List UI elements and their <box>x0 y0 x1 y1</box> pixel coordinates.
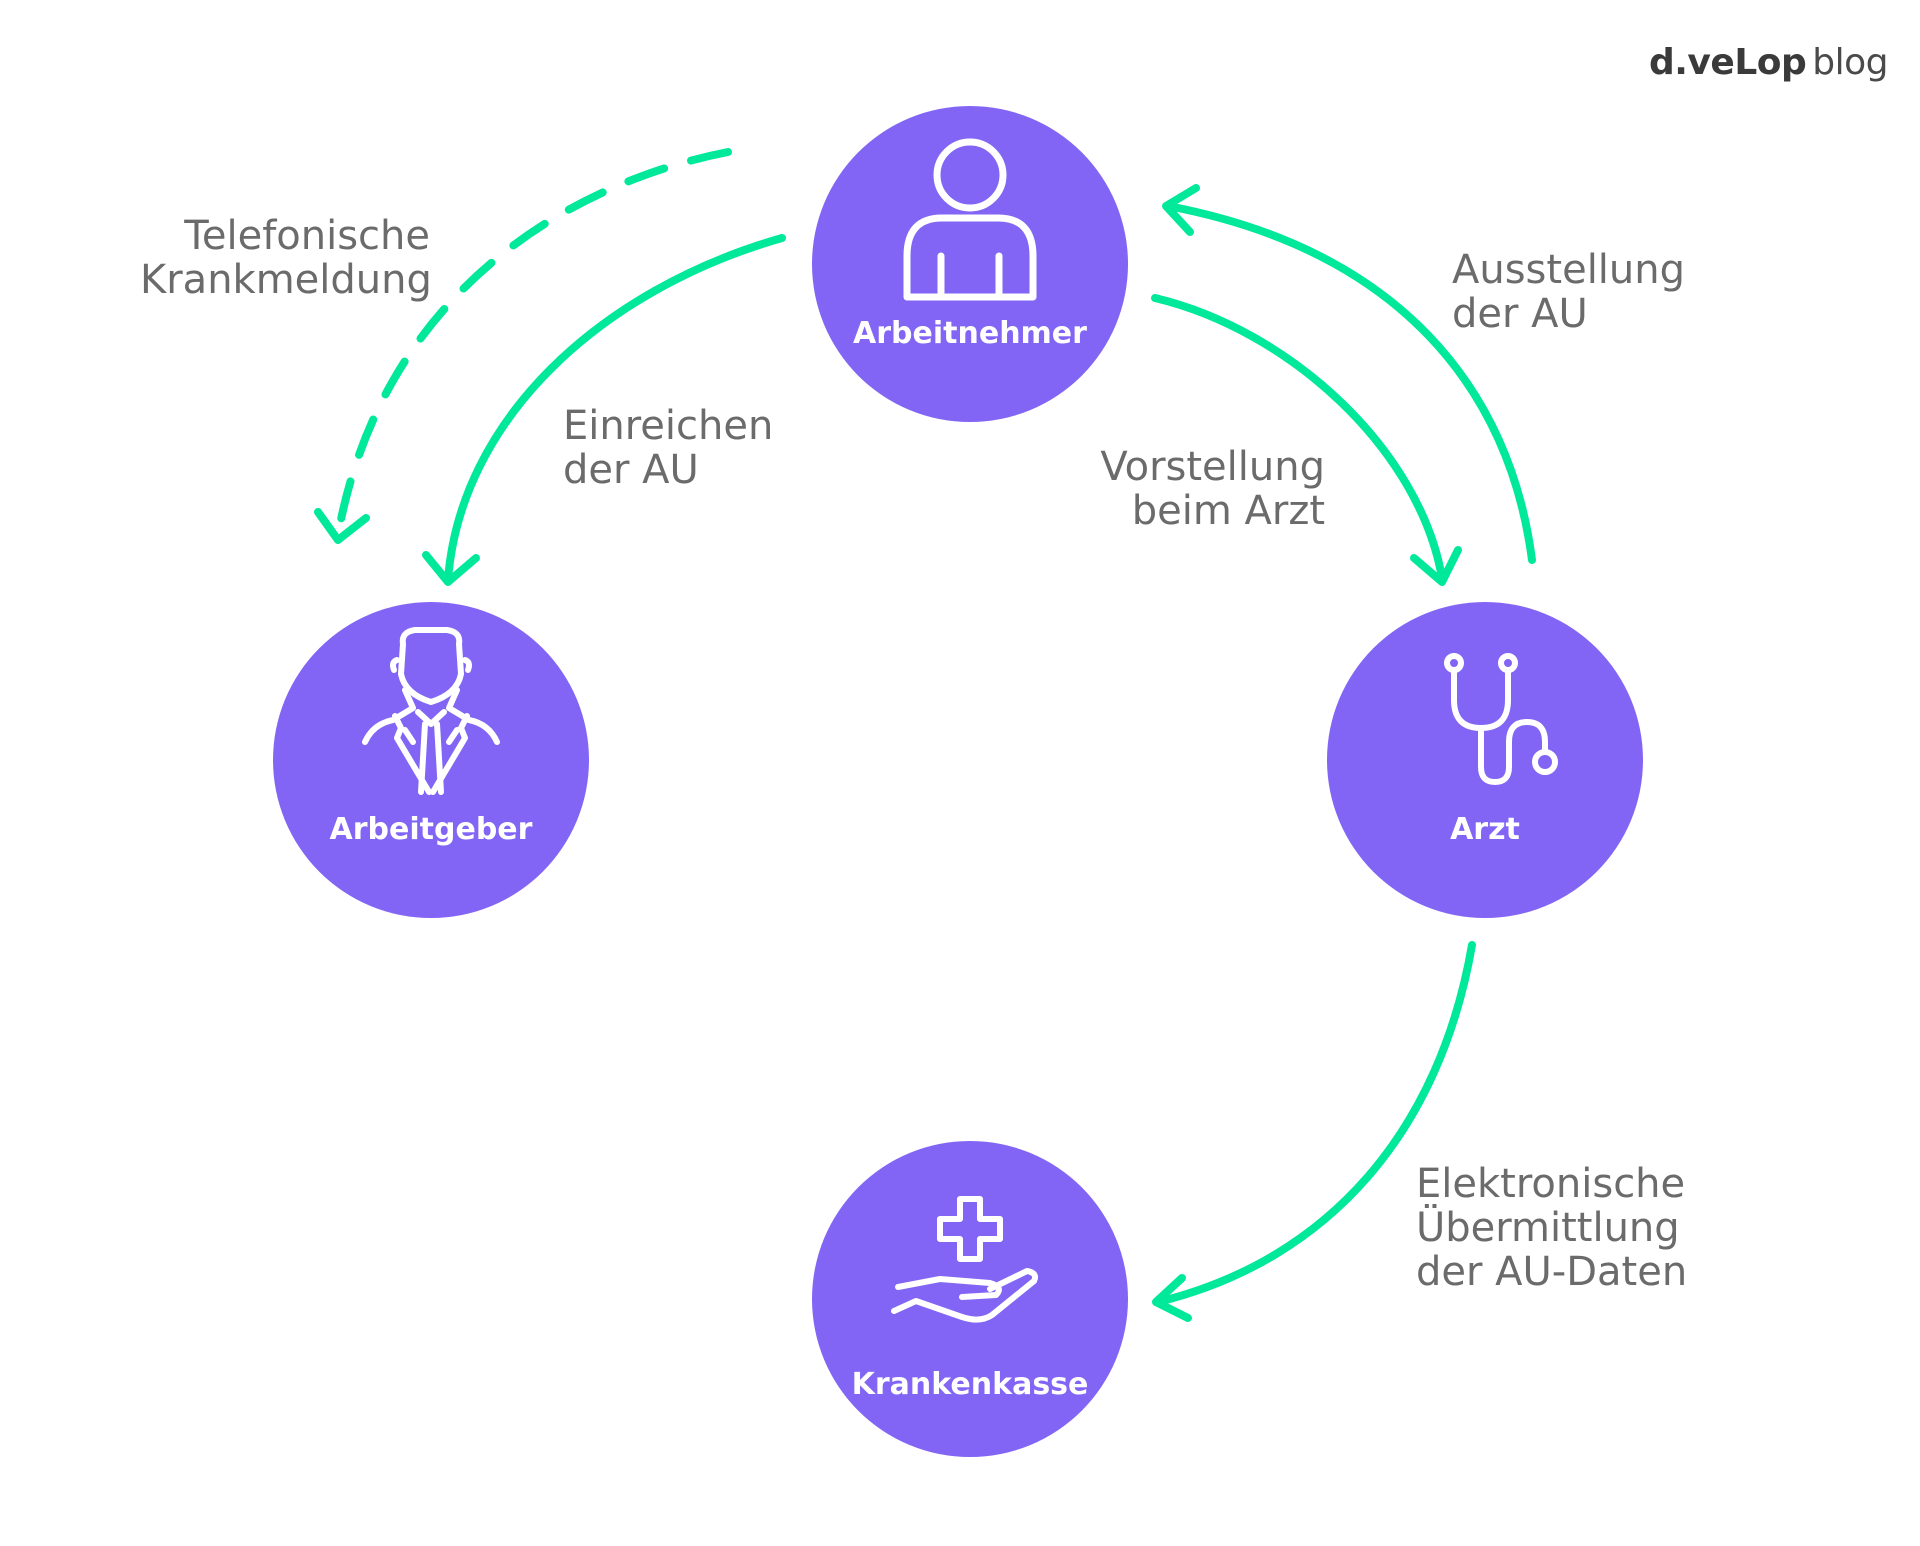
edge-label-telefonische-line1: Telefonische <box>184 213 430 259</box>
edge-label-ausstellung-line1: Ausstellung <box>1452 247 1686 293</box>
edge-label-elektronisch-line3: der AU-Daten <box>1416 1249 1688 1295</box>
brand-suffix: blog <box>1812 42 1888 83</box>
businessman-icon <box>362 627 500 795</box>
arrowhead-einreichen <box>422 551 480 586</box>
node-label-arzt: Arzt <box>1450 812 1520 847</box>
arrowhead-telefonische <box>314 508 370 544</box>
edge-label-telefonische-line2: Krankmeldung <box>140 257 432 303</box>
edge-label-vorstellung-line2: beim Arzt <box>1131 488 1325 534</box>
arrow-einreichen <box>444 234 786 584</box>
node-label-krankenkasse: Krankenkasse <box>851 1367 1089 1402</box>
brand-logo-text: d.veLop <box>1648 42 1807 83</box>
arrow-vorstellung <box>1151 294 1446 582</box>
edge-label-telefonische: Telefonische Krankmeldung <box>140 213 432 303</box>
hand-cross-icon <box>891 1196 1039 1323</box>
stethoscope-icon <box>1444 653 1558 785</box>
arrow-elektronisch <box>1154 941 1476 1306</box>
node-arbeitnehmer: Arbeitnehmer <box>812 106 1128 422</box>
edge-label-ausstellung: Ausstellung der AU <box>1452 248 1685 336</box>
arrowhead-vorstellung <box>1410 546 1462 586</box>
arrow-ausstellung <box>1164 202 1536 564</box>
node-arzt: Arzt <box>1327 602 1643 918</box>
edge-label-elektronisch: Elektronische Übermittlung der AU-Daten <box>1416 1162 1687 1294</box>
edge-label-vorstellung-line1: Vorstellung <box>1100 444 1325 490</box>
node-krankenkasse: Krankenkasse <box>812 1141 1128 1457</box>
edge-label-vorstellung: Vorstellung beim Arzt <box>1050 445 1325 533</box>
edge-label-einreichen-line2: der AU <box>563 447 699 493</box>
node-arbeitgeber: Arbeitgeber <box>273 602 589 918</box>
arrowhead-elektronisch <box>1152 1274 1192 1322</box>
edge-label-elektronisch-line2: Übermittlung <box>1416 1205 1680 1251</box>
arrowhead-ausstellung <box>1162 184 1200 236</box>
person-icon <box>903 138 1037 301</box>
node-label-arbeitgeber: Arbeitgeber <box>329 812 533 847</box>
edge-label-einreichen: Einreichen der AU <box>563 404 773 492</box>
edge-label-elektronisch-line1: Elektronische <box>1416 1161 1686 1207</box>
edge-label-ausstellung-line2: der AU <box>1452 291 1588 337</box>
arrow-telefonische-krankmeldung <box>334 148 732 539</box>
node-label-arbeitnehmer: Arbeitnehmer <box>853 316 1087 351</box>
edge-label-einreichen-line1: Einreichen <box>563 403 774 449</box>
